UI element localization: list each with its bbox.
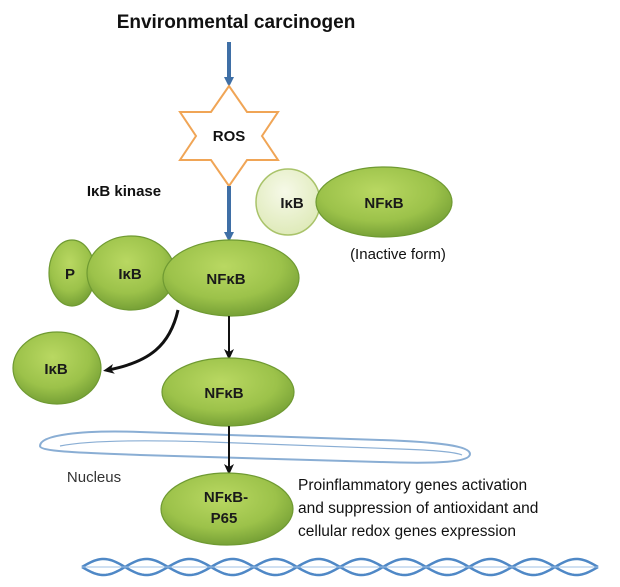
complex-nfkb-node xyxy=(162,239,300,317)
released-ikb-label: IκB xyxy=(44,361,68,378)
inactive-nfkb-label: NFκB xyxy=(364,195,403,212)
outcome-line-3: cellular redox genes expression xyxy=(298,523,516,540)
nuclear-membrane xyxy=(38,430,472,464)
nucleus-label: Nucleus xyxy=(67,469,121,486)
free-nfkb-label: NFκB xyxy=(204,385,243,402)
outcome-line-2: and suppression of antioxidant and xyxy=(298,500,538,517)
phosphate-label: P xyxy=(65,266,75,283)
arrow-release-ikb xyxy=(103,309,180,374)
inactive-nfkb-node xyxy=(315,166,453,238)
inactive-form-caption: (Inactive form) xyxy=(350,246,446,263)
title: Environmental carcinogen xyxy=(117,12,356,33)
released-ikb-node xyxy=(12,331,102,405)
inactive-ikb-label: IκB xyxy=(280,195,304,212)
outcome-line-1: Proinflammatory genes activation xyxy=(298,477,527,494)
nfkb-p65-label-line2: P65 xyxy=(211,510,238,527)
nfkb-p65-label-line1: NFκB- xyxy=(204,489,248,506)
ikb-kinase-label: IκB kinase xyxy=(87,183,161,200)
nfkb-p65-node xyxy=(160,472,294,546)
complex-ikb-label: IκB xyxy=(118,266,142,283)
ros-label: ROS xyxy=(213,128,246,145)
complex-nfkb-label: NFκB xyxy=(206,271,245,288)
dna-helix xyxy=(81,557,599,577)
nuclear-membrane-inner xyxy=(59,440,463,456)
